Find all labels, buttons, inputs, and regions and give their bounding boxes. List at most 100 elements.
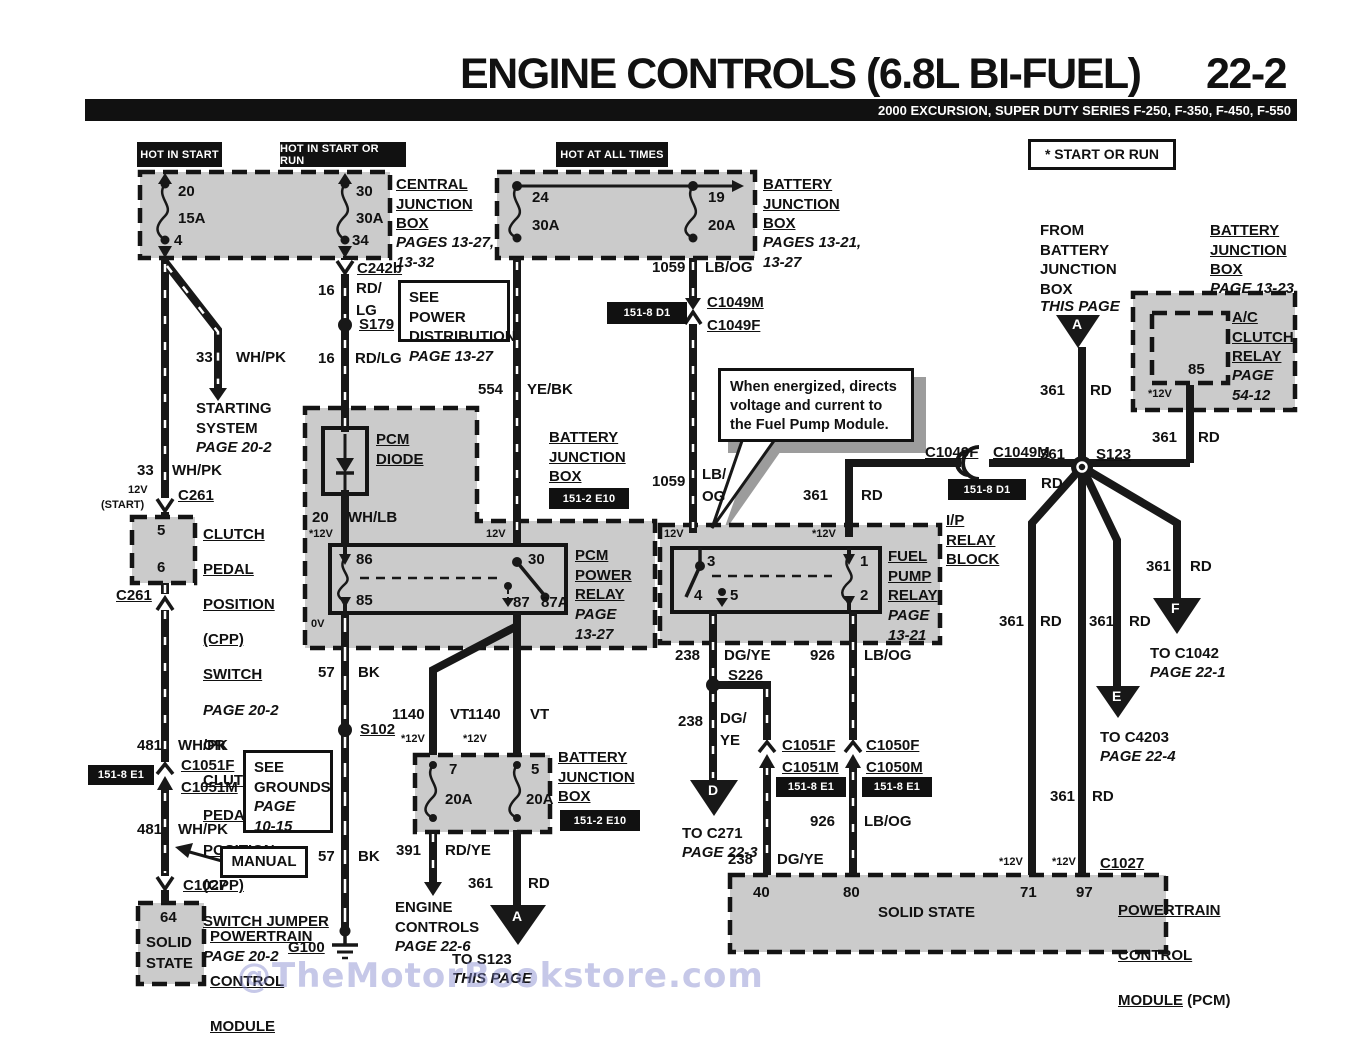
triangle-a-top — [1056, 315, 1100, 348]
cpp-line: (CPP) — [203, 631, 244, 649]
connector-c1051f: C1051F — [782, 737, 836, 754]
wire-481-gauge: 481 — [137, 737, 163, 754]
wire-16-gauge: 16 — [318, 350, 335, 367]
wire-33-gauge: 33 — [196, 349, 213, 366]
relay-12v-entry: 12V — [486, 528, 506, 540]
cpp-line: PEDAL — [203, 560, 254, 578]
engine-controls-ref: ENGINE CONTROLS — [395, 899, 480, 936]
wire-361-gauge: 361 — [1089, 613, 1115, 630]
ppr-pin-87a: 87A — [541, 594, 569, 611]
wire-361-color: RD — [528, 875, 550, 892]
pcm-solid-state-text: SOLID STATE — [878, 904, 975, 921]
wire-481-color: WH/PK — [178, 737, 228, 754]
wire-1059-gauge: 1059 — [652, 259, 686, 276]
grid-badge-151-2-e10: 151-2 E10 — [560, 810, 640, 831]
wire-20-gauge: 20 — [312, 509, 329, 526]
connector-c1027-left: C1027 — [183, 877, 228, 894]
triangle-e — [1096, 686, 1140, 718]
triangle-e-letter: E — [1112, 688, 1122, 704]
wire-926-color: LB/OG — [864, 813, 912, 830]
from-bjb-label: FROM BATTERY JUNCTION BOX — [1040, 222, 1117, 298]
bjb-mid-label: BATTERY JUNCTION BOX — [549, 429, 626, 485]
bjb2-12v: *12V — [463, 733, 487, 745]
wire-481-color: WH/PK — [178, 821, 228, 838]
cpp-pin-5: 5 — [157, 522, 166, 539]
battery-junction-box-lower — [412, 752, 553, 835]
wire-1140-color: VT — [530, 706, 550, 723]
connector-c261: C261 — [116, 587, 152, 604]
pcm-pin-40: 40 — [753, 884, 770, 901]
pcm-left-solid-state: SOLID STATE — [146, 934, 193, 972]
pcm-left-box — [135, 900, 207, 987]
see-grounds-page: PAGE 10-15 — [254, 798, 296, 835]
wire-1140-gauge: 1140 — [392, 706, 425, 723]
wire-361-gauge: 361 — [1146, 558, 1172, 575]
triangle-f — [1153, 598, 1201, 634]
ppr-pin-87: 87 — [513, 594, 530, 611]
connector-c1049m: C1049M — [707, 294, 764, 311]
grid-badge-151-2-e10: 151-2 E10 — [549, 488, 629, 509]
cpp-switch-box — [129, 514, 198, 586]
cjb-fuse1-pin2: 4 — [174, 232, 183, 249]
wire-391-color: RD/YE — [445, 842, 491, 859]
wire-33-color: WH/PK — [172, 462, 222, 479]
bjb-ac-page: PAGE 13-23 — [1210, 280, 1294, 297]
wire-554-color: YE/BK — [527, 381, 573, 398]
wire-238-color: DG/ YE — [720, 710, 747, 749]
page-title: ENGINE CONTROLS (6.8L BI-FUEL) — [460, 50, 1142, 98]
bjb2-12v: *12V — [401, 733, 425, 745]
wire-1059-color: LB/ OG — [702, 466, 727, 505]
grid-badge-151-8-e1: 151-8 E1 — [88, 765, 154, 785]
wire-238-color: DG/YE — [777, 851, 824, 868]
cpp-or: OR — [203, 736, 226, 754]
grid-badge-151-8-e1: 151-8 E1 — [862, 777, 932, 797]
wire-926-color: LB/OG — [864, 647, 912, 664]
pcm-12v: *12V — [999, 856, 1023, 868]
cpp-line: POSITION — [203, 595, 275, 613]
bjb2-fuse1-amp: 20A — [445, 791, 473, 808]
wire-554-gauge: 554 — [478, 381, 504, 398]
to-s123-page: THIS PAGE — [452, 970, 532, 987]
page-number: 22-2 — [1206, 50, 1288, 98]
cpp-line: SWITCH JUMPER — [203, 912, 329, 930]
pcm-label-line: POWERTRAIN — [210, 927, 313, 945]
triangle-a-bottom-letter: A — [512, 908, 523, 924]
ppr-label: PCM POWER RELAY — [575, 547, 632, 603]
pcm-label-line: (PCM) — [1187, 991, 1231, 1009]
wire-238-gauge: 238 — [728, 851, 754, 868]
connector-c1027-right: C1027 — [1100, 855, 1145, 872]
connector-c242b: C242b — [357, 260, 403, 277]
start-or-run-box: * START OR RUN — [1028, 139, 1176, 170]
wire-361-color: RD — [1190, 558, 1212, 575]
to-c1042: TO C1042 — [1150, 645, 1219, 662]
to-c4203-page: PAGE 22-4 — [1100, 748, 1176, 765]
splice-s102: S102 — [360, 721, 396, 738]
relay-12v-entry: *12V — [309, 528, 333, 540]
ppr-pin-30: 30 — [528, 551, 545, 568]
see-power-text: SEE POWER DISTRIBUTION — [409, 289, 516, 345]
fpr-pin-4: 4 — [694, 587, 703, 604]
ground-g100: G100 — [288, 939, 325, 956]
cpp-12v: 12V — [128, 484, 148, 496]
fpr-label: FUEL PUMP RELAY — [888, 548, 938, 604]
connector-c1050f: C1050F — [866, 737, 920, 754]
cpp-line: PEDAL — [203, 807, 254, 825]
pcm-pin-64: 64 — [160, 909, 177, 926]
wire-57-color: BK — [358, 848, 380, 865]
bjb1-fuse2-pin: 19 — [708, 189, 725, 206]
see-power-page: PAGE 13-27 — [409, 347, 493, 365]
ppr-pin-85: 85 — [356, 592, 373, 609]
ac-relay-label: A/C CLUTCH RELAY — [1232, 309, 1294, 365]
cpp-line: CLUTCH — [203, 525, 265, 543]
see-power-distribution-box: SEE POWER DISTRIBUTION PAGE 13-27 — [398, 280, 516, 365]
pcm-12v: *12V — [1052, 856, 1076, 868]
wire-361-color: RD — [861, 487, 883, 504]
pcm-diode-label: PCM DIODE — [376, 431, 424, 468]
bjb-ac-label: BATTERY JUNCTION BOX — [1210, 222, 1287, 278]
cpp-line: (CPP) — [203, 877, 244, 895]
cjb-fuse2-amp: 30A — [356, 210, 384, 227]
wire-16-color: RD/ LG — [356, 280, 382, 319]
wire-391-gauge: 391 — [396, 842, 422, 859]
wire-1059-color: LB/OG — [705, 259, 753, 276]
to-c271: TO C271 — [682, 825, 743, 842]
